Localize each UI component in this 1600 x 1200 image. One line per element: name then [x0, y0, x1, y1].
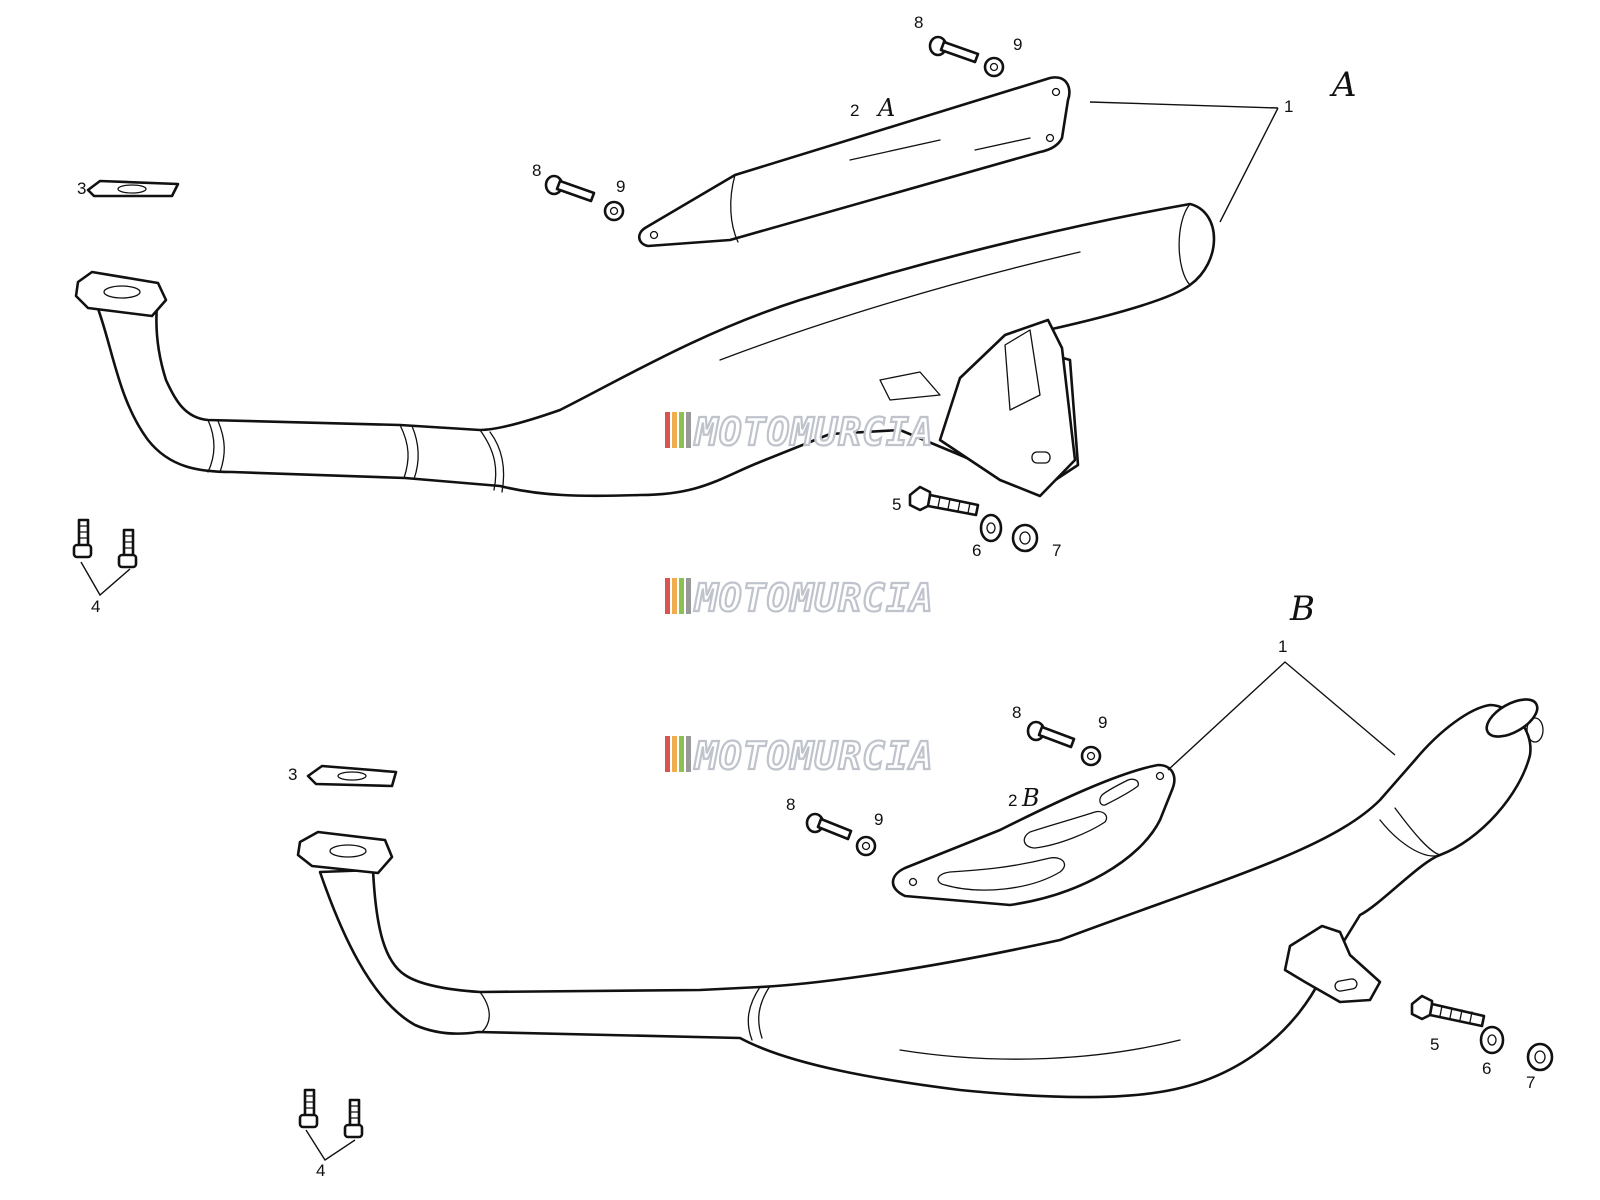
callout-9-a-left: 9	[616, 177, 625, 196]
callout-9-b-top: 9	[1098, 713, 1107, 732]
shield-bolts-a	[544, 35, 1005, 222]
watermark-3-text: MOTOMURCIA	[693, 734, 934, 778]
variant-a-label: A	[1329, 65, 1357, 105]
gasket-a	[86, 179, 180, 198]
callout-4-a: 4	[91, 597, 100, 616]
callout-3-b: 3	[288, 765, 297, 784]
variant-a-small-label: A	[876, 94, 895, 122]
variant-b-small-label: B	[1021, 784, 1040, 812]
inlet-flange-a	[74, 270, 168, 318]
exhaust-assembly-b	[296, 661, 1554, 1161]
callout-6-a: 6	[972, 541, 981, 560]
callout-2-b: 2	[1008, 791, 1017, 810]
screws-b	[298, 1088, 364, 1139]
bolt-washer-set-a	[908, 485, 1039, 553]
exhaust-pipe-b	[318, 703, 1532, 1099]
callout-8-b-top: 8	[1012, 703, 1021, 722]
exhaust-pipe-a	[95, 202, 1216, 498]
callout-7-a: 7	[1052, 541, 1061, 560]
callout-8-a-left: 8	[532, 161, 541, 180]
watermark-1: MOTOMURCIA	[665, 409, 934, 455]
watermark-1-text: MOTOMURCIA	[693, 410, 934, 454]
callout-8-b-left: 8	[786, 795, 795, 814]
callout-2-a: 2	[850, 101, 859, 120]
screws-a	[72, 518, 138, 569]
variant-b-label: B	[1289, 589, 1315, 629]
callout-9-a-top: 9	[1013, 35, 1022, 54]
callout-labels: 1 2 3 4 5 6 7 8 9 8 9 1 2 3 4 5 6 7 8 9 …	[77, 13, 1535, 1180]
variant-labels: A A B B	[876, 65, 1357, 812]
callout-5-a: 5	[892, 495, 901, 514]
callout-6-b: 6	[1482, 1059, 1491, 1078]
callout-1-a: 1	[1284, 97, 1293, 116]
watermark-2: MOTOMURCIA	[665, 575, 934, 621]
watermark-3: MOTOMURCIA	[665, 733, 934, 779]
exhaust-assembly-a	[72, 35, 1279, 597]
callout-8-a-top: 8	[914, 13, 923, 32]
callout-4-b: 4	[316, 1161, 325, 1180]
heat-shield-b[interactable]	[891, 763, 1176, 907]
inlet-flange-b	[296, 830, 394, 875]
shield-bolts-b	[805, 720, 1102, 857]
gasket-b	[306, 764, 398, 788]
heat-shield-a[interactable]	[638, 76, 1071, 248]
callout-1-b: 1	[1278, 637, 1287, 656]
callout-5-b: 5	[1430, 1035, 1439, 1054]
callout-9-b-left: 9	[874, 810, 883, 829]
callout-7-b: 7	[1526, 1073, 1535, 1092]
watermark-2-text: MOTOMURCIA	[693, 576, 934, 620]
callout-3-a: 3	[77, 179, 86, 198]
bolt-washer-set-b	[1410, 994, 1554, 1072]
